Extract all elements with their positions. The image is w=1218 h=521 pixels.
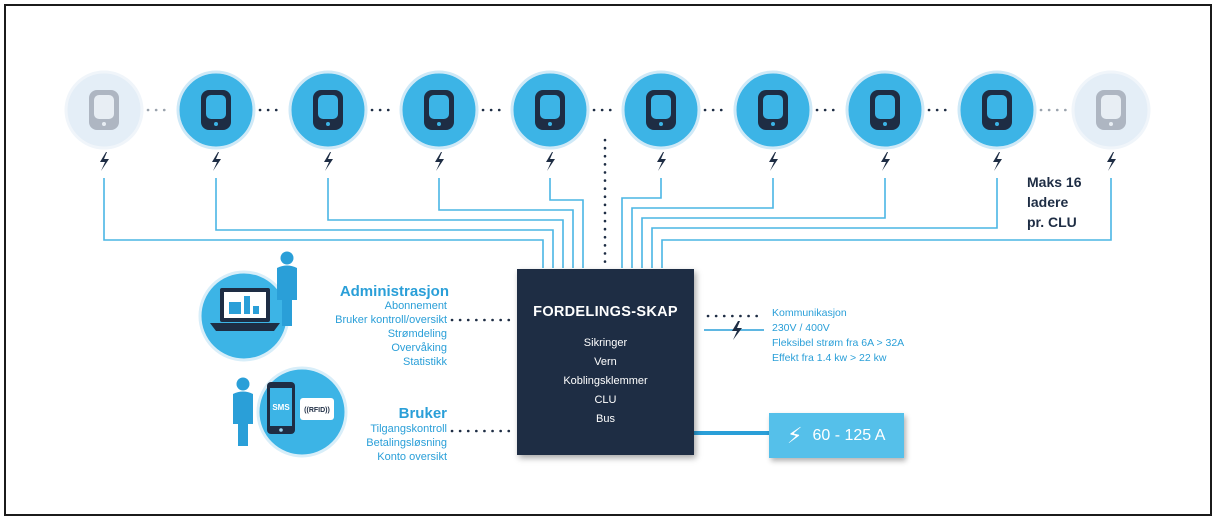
charger-wire [327, 178, 564, 268]
charger-node [957, 70, 1037, 150]
user-feature: Betalingsløsning [366, 437, 447, 449]
admin-feature: Statistikk [402, 356, 447, 368]
charger-row [64, 70, 1151, 150]
charger-wire [621, 178, 662, 268]
user-feature-list: Tilgangskontroll Betalingsløsning Konto … [366, 422, 447, 464]
capacity-note: Maks 16 ladere pr. CLU [1027, 172, 1081, 232]
charger-lightning-icon [1107, 152, 1116, 171]
charger-node [176, 70, 256, 150]
admin-illustration [198, 251, 297, 362]
admin-feature-list: Abonnement Bruker kontroll/oversikt Strø… [335, 299, 447, 369]
charger-wire [549, 178, 584, 268]
capacity-line: Maks 16 [1027, 174, 1082, 190]
charger-wire [215, 178, 554, 268]
charger-node [510, 70, 590, 150]
charger-node [399, 70, 479, 150]
spec-item: Effekt fra 1.4 kw > 22 kw [772, 352, 887, 364]
charger-node [64, 70, 144, 150]
cabinet-item: CLU [594, 394, 617, 406]
charger-wire [661, 178, 1112, 268]
cabinet-item: Vern [594, 356, 617, 368]
charger-power-icons [100, 152, 1116, 171]
cabinet-item: Bus [596, 413, 615, 425]
cabinet-item: Koblingsklemmer [563, 375, 648, 387]
spec-list: Kommunikasjon 230V / 400V Fleksibel strø… [772, 306, 904, 366]
user-title: Bruker [398, 405, 447, 422]
charger-wire [631, 178, 774, 268]
charger-node [733, 70, 813, 150]
charger-wire [641, 178, 886, 268]
charger-lightning-icon [100, 152, 109, 171]
connection-dots [146, 108, 1069, 433]
sms-label: SMS [272, 403, 290, 412]
admin-feature: Bruker kontroll/oversikt [335, 314, 447, 326]
charger-lightning-icon [435, 152, 444, 171]
lightning-icon: ⚡︎ [787, 422, 803, 448]
admin-feature: Overvåking [391, 342, 447, 354]
power-range-label: 60 - 125 A [812, 426, 886, 444]
distribution-cabinet: FORDELINGS-SKAP Sikringer Vern Koblingsk… [517, 269, 694, 455]
cabinet-items: Sikringer Vern Koblingsklemmer CLU Bus [517, 334, 694, 429]
cabinet-item: Sikringer [583, 337, 628, 349]
charger-lightning-icon [546, 152, 555, 171]
capacity-line: pr. CLU [1027, 214, 1077, 230]
user-feature: Tilgangskontroll [370, 423, 447, 435]
admin-feature: Strømdeling [387, 328, 447, 340]
rfid-label: ((RFID)) [304, 407, 330, 414]
admin-feature: Abonnement [384, 300, 447, 312]
charger-node [288, 70, 368, 150]
capacity-line: ladere [1027, 194, 1069, 210]
cabinet-title: FORDELINGS-SKAP [533, 304, 678, 320]
charger-lightning-icon [769, 152, 778, 171]
charger-lightning-icon [212, 152, 221, 171]
admin-title: Administrasjon [339, 283, 449, 300]
charger-lightning-icon [881, 152, 890, 171]
charger-wire [438, 178, 574, 268]
spec-lightning-icon [732, 321, 742, 340]
charger-node [621, 70, 701, 150]
charger-lightning-icon [324, 152, 333, 171]
user-illustration: SMS ((RFID)) [233, 366, 348, 458]
spec-item: 230V / 400V [772, 322, 830, 334]
charger-lightning-icon [993, 152, 1002, 171]
spec-item: Fleksibel strøm fra 6A > 32A [772, 337, 905, 349]
charger-lightning-icon [657, 152, 666, 171]
power-wires [103, 178, 1112, 268]
user-feature: Konto oversikt [377, 451, 447, 463]
charger-node [845, 70, 925, 150]
charger-node [1071, 70, 1151, 150]
spec-item: Kommunikasjon [772, 307, 847, 319]
power-supply-box: ⚡︎ 60 - 125 A [769, 413, 904, 458]
charger-wire [651, 178, 998, 268]
charger-wire [103, 178, 544, 268]
